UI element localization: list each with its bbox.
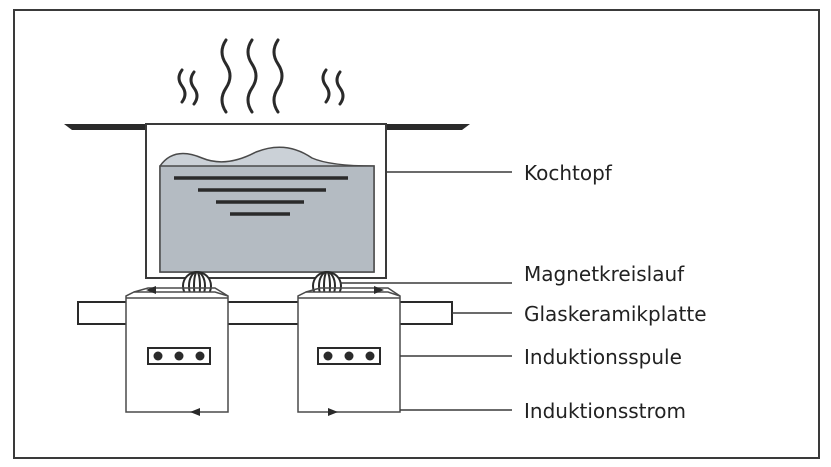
steam-icon [177,38,345,114]
induction-coil-right [317,347,381,365]
induction-coil-left [147,347,211,365]
label-magnetkreislauf: Magnetkreislauf [524,262,685,286]
pot-handle-left [64,124,146,130]
pot-handle-right [386,124,470,130]
label-glaskeramikplatte: Glaskeramikplatte [524,302,707,326]
label-induktionsspule: Induktionsspule [524,345,682,369]
label-kochtopf: Kochtopf [524,161,613,185]
current-arrow-icon [146,286,384,416]
label-induktionsstrom: Induktionsstrom [524,399,686,423]
pot-contents [159,146,375,273]
leader-lines [340,171,512,411]
